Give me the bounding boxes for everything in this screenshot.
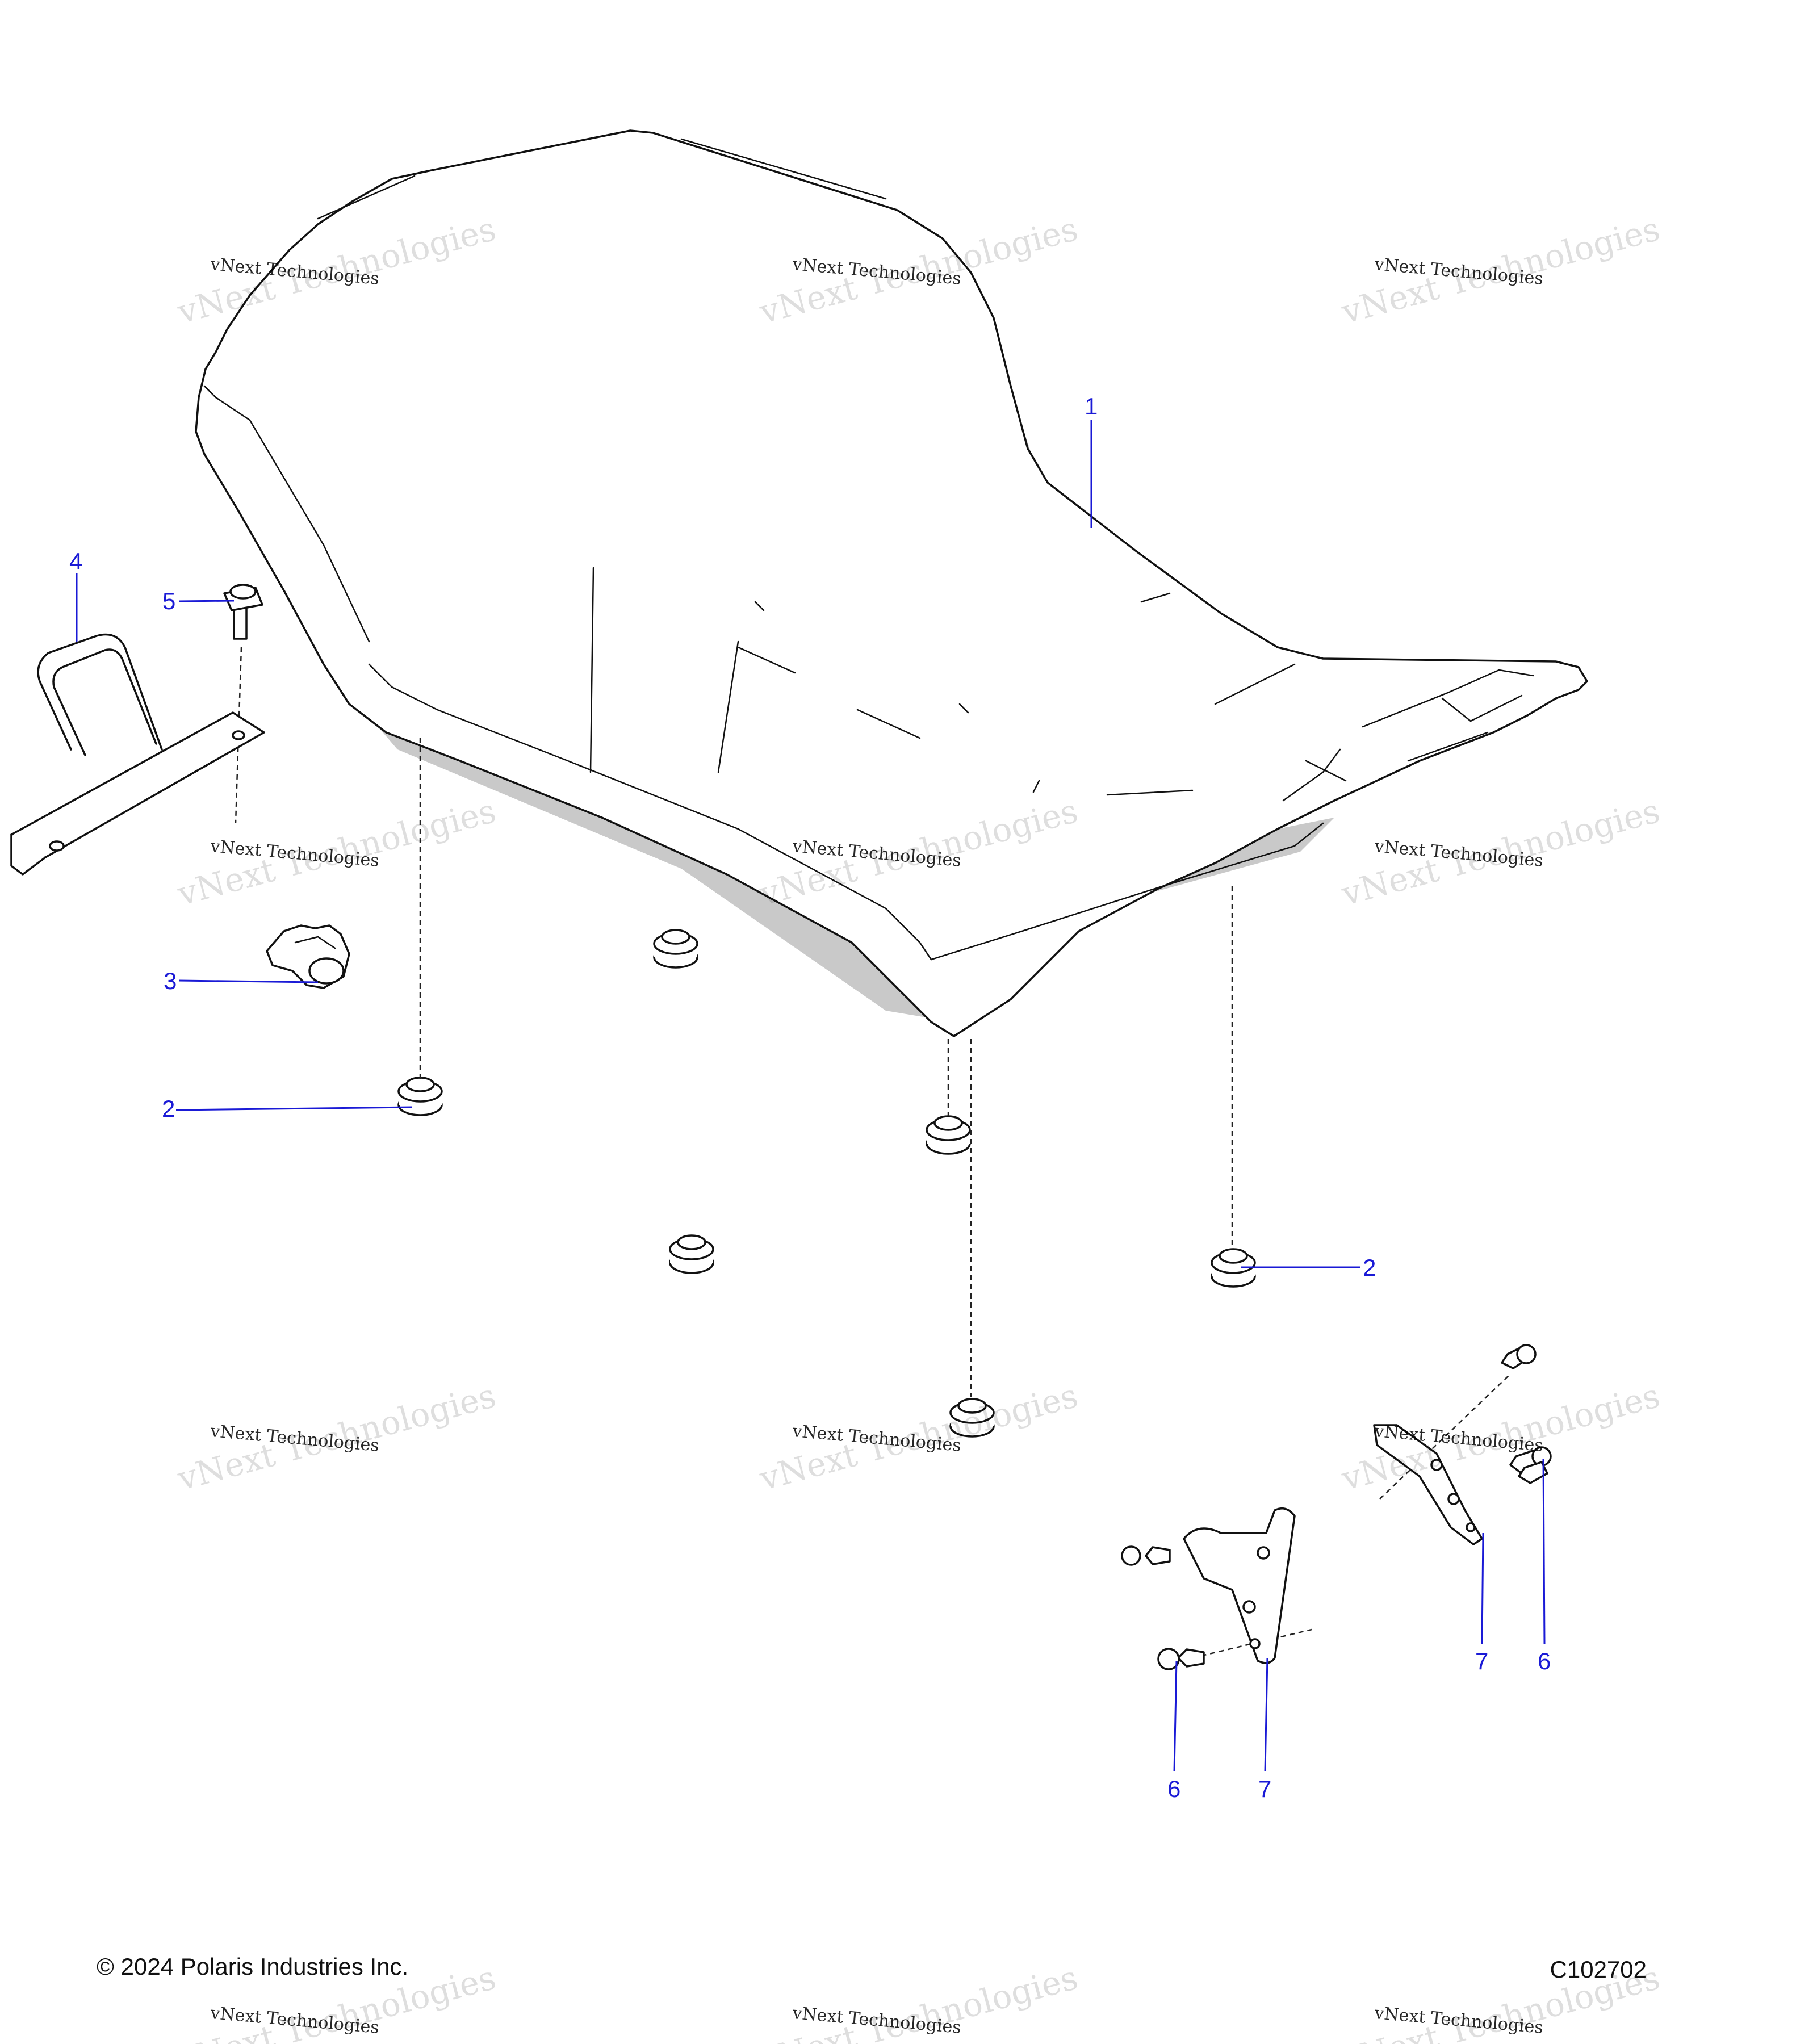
callout-2-left: 2 xyxy=(162,1095,175,1122)
callout-3: 3 xyxy=(164,967,177,994)
copyright-text: © 2024 Polaris Industries Inc. xyxy=(97,1953,409,1980)
callout-2-right: 2 xyxy=(1363,1254,1376,1281)
grommet-3 xyxy=(926,1115,971,1155)
leader-lines xyxy=(76,420,1546,1772)
grommet-1 xyxy=(653,929,698,969)
clip-part xyxy=(266,924,350,989)
handle-bracket-part xyxy=(10,633,265,876)
diagram-id: C102702 xyxy=(1550,1956,1647,1983)
screw-4 xyxy=(1509,1446,1552,1475)
callout-5: 5 xyxy=(162,588,175,614)
screw-1 xyxy=(1121,1545,1171,1566)
callout-7-lower: 7 xyxy=(1258,1775,1271,1802)
grommet-5 xyxy=(1211,1248,1256,1288)
screw-3 xyxy=(1501,1344,1537,1369)
assembly-lines xyxy=(235,647,1511,1659)
callout-1: 1 xyxy=(1085,393,1098,420)
callout-6-upper: 6 xyxy=(1538,1648,1551,1674)
screw-part xyxy=(1121,1344,1552,1670)
callout-4: 4 xyxy=(69,548,82,575)
screw-2 xyxy=(1157,1648,1205,1670)
callouts: 1 2 2 3 4 5 6 7 7 6 xyxy=(69,393,1551,1802)
mount-bracket-part xyxy=(1183,1507,1296,1664)
screw-5 xyxy=(1518,1461,1548,1484)
seat-part xyxy=(195,129,1588,1037)
grommet-2 xyxy=(397,1077,443,1116)
grommet-6 xyxy=(949,1398,995,1438)
callout-6-lower: 6 xyxy=(1167,1775,1180,1802)
grommet-4 xyxy=(669,1234,714,1274)
callout-7-upper: 7 xyxy=(1475,1648,1488,1674)
mount-bracket-part-2 xyxy=(1373,1424,1483,1545)
bolt-part xyxy=(223,584,263,640)
grommet-part xyxy=(397,929,1256,1438)
